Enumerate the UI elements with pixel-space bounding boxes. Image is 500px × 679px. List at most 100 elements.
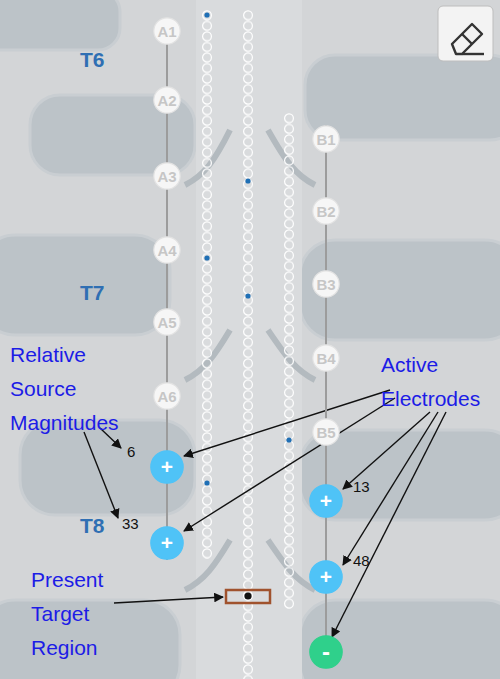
target-dot: [244, 592, 251, 599]
electrode-label: A5: [153, 308, 181, 336]
marker-dots: [204, 12, 291, 485]
lead-wire-segment: [325, 298, 327, 344]
electrode-label: A4: [153, 236, 181, 264]
target-region-box: [226, 590, 270, 603]
electrode: A4: [153, 236, 181, 264]
electrode-circle: [154, 18, 180, 44]
electrode-circle: [310, 485, 342, 517]
button-frame: [438, 6, 493, 61]
electrode-label: A6: [153, 382, 181, 410]
annotation-text: Present Target Region: [31, 563, 143, 665]
lead-wire-segment: [166, 484, 168, 526]
annotation-text: Relative Source Magnitudes: [10, 338, 140, 440]
callout-number: 48: [353, 552, 393, 570]
electrode: A3: [153, 162, 181, 190]
electrode-label: B3: [312, 270, 340, 298]
leader-arrow: [84, 432, 118, 518]
electrode-label: B2: [312, 197, 340, 225]
electrode: B4: [312, 344, 340, 372]
vertebra-part: [305, 55, 500, 140]
marker-dot: [245, 293, 250, 298]
electrode: A5: [153, 308, 181, 336]
electrode: A2: [153, 86, 181, 114]
lead-wire-segment: [325, 153, 327, 197]
electrode-column: [283, 113, 295, 609]
marker-dot: [204, 480, 209, 485]
annotation-text: Active Electrodes: [381, 348, 499, 416]
electrode-label: A2: [153, 86, 181, 114]
marker-dot: [204, 12, 209, 17]
leader-arrow: [332, 412, 446, 637]
electrode-circle: [154, 237, 180, 263]
marker-dot: [245, 178, 250, 183]
marker-dot: [204, 255, 209, 260]
leader-arrow: [114, 597, 223, 603]
vertebra-part: [0, 235, 170, 335]
lead-wire-segment: [325, 372, 327, 418]
electrode: B2: [312, 197, 340, 225]
eraser-button: [438, 6, 493, 61]
leader-lines: [84, 390, 446, 637]
lead-wire-segment: [166, 45, 168, 86]
callout-number: 33: [122, 515, 162, 533]
electrode-label: +: [150, 526, 184, 560]
vertebra-part: [20, 420, 195, 515]
electrode-label: B5: [312, 418, 340, 446]
vertebra-label: T7: [80, 280, 140, 306]
leader-arrow: [343, 412, 430, 489]
leader-arrow: [184, 398, 395, 531]
anode-electrode: +: [309, 484, 343, 518]
anode-electrode: +: [150, 450, 184, 484]
electrode-circle: [313, 345, 339, 371]
lead-wire-segment: [325, 594, 327, 635]
electrode-circle: [313, 419, 339, 445]
electrode-circle: [154, 383, 180, 409]
electrode-column: [201, 10, 213, 559]
leader-arrow: [184, 390, 390, 456]
anode-electrode: +: [150, 526, 184, 560]
electrode-grid: [283, 113, 295, 609]
electrode-grid: [242, 10, 254, 679]
electrode-label: A3: [153, 162, 181, 190]
electrode-label: B4: [312, 344, 340, 372]
electrode-circle: [154, 163, 180, 189]
lead-wire-segment: [166, 190, 168, 236]
leader-arrow: [343, 412, 438, 565]
electrode: B3: [312, 270, 340, 298]
vertebra-part: [0, 0, 120, 50]
anode-electrode: +: [309, 560, 343, 594]
electrode-circle: [151, 451, 183, 483]
eraser-icon: [452, 24, 482, 54]
electrode-label: B1: [312, 125, 340, 153]
electrode: B5: [312, 418, 340, 446]
vertebra-part: [300, 240, 500, 340]
callout-number: 13: [353, 478, 393, 496]
vertebra-part: [300, 600, 500, 679]
lead-wire-segment: [166, 410, 168, 450]
electrode-grid: [201, 10, 213, 559]
electrode-circle: [154, 87, 180, 113]
electrode: A1: [153, 17, 181, 45]
electrode-label: -: [309, 635, 343, 669]
electrode: A6: [153, 382, 181, 410]
lead-wire-segment: [325, 225, 327, 270]
electrode-circle: [310, 561, 342, 593]
electrode-label: +: [309, 560, 343, 594]
electrode-column: [242, 10, 254, 679]
lead-wire-segment: [166, 114, 168, 162]
electrode-circle: [310, 636, 342, 668]
electrode-label: +: [150, 450, 184, 484]
vertebra-label: T6: [80, 47, 140, 73]
lead-wire-segment: [325, 518, 327, 560]
electrode-circle: [313, 198, 339, 224]
electrode: B1: [312, 125, 340, 153]
lead-wire-segment: [166, 336, 168, 382]
lead-wire-segment: [325, 446, 327, 484]
eraser-icon: [462, 34, 472, 44]
cathode-electrode: -: [309, 635, 343, 669]
eraser-icon: [462, 53, 484, 55]
